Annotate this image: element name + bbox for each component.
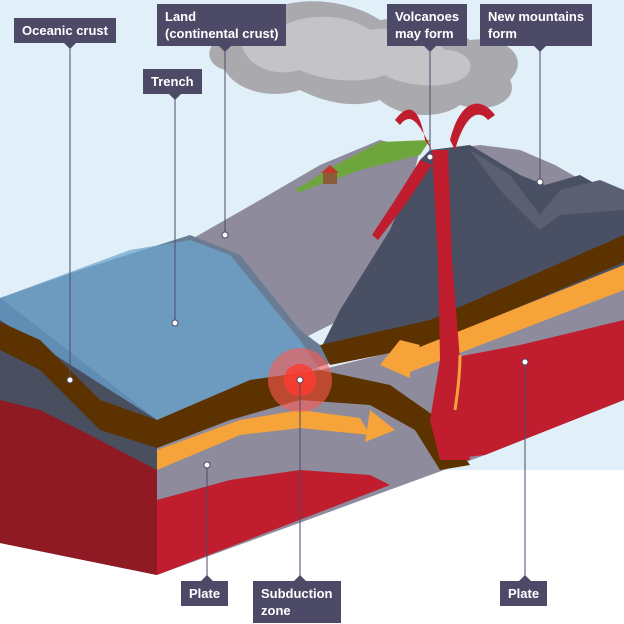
arrow-up (453, 354, 462, 411)
left-water-face (0, 298, 157, 420)
label-new-mountains: New mountains form (480, 4, 593, 52)
arrow-right (365, 410, 395, 442)
label-text: Trench (151, 74, 194, 89)
right-mantle (430, 320, 624, 460)
label-text: may form (395, 26, 454, 41)
magma-conduit (432, 150, 470, 460)
label-plate-right: Plate (500, 575, 548, 606)
label-text: form (488, 26, 517, 41)
label-text: New mountains (488, 9, 585, 24)
label-text: Oceanic crust (22, 23, 108, 38)
ocean-water (0, 240, 320, 420)
label-text: Land (165, 9, 197, 24)
subducting-plate (157, 370, 470, 470)
label-text: Plate (508, 586, 540, 601)
label-land: Land (continental crust) (157, 4, 287, 52)
label-plate-left: Plate (181, 575, 229, 606)
left-mantle (0, 400, 157, 575)
arrow-left (380, 340, 420, 378)
lower-mantle (157, 470, 390, 575)
right-lithosphere-top (320, 235, 624, 365)
label-text: (continental crust) (165, 26, 279, 41)
label-subduction-zone: Subduction zone (253, 575, 341, 623)
left-lithosphere (0, 322, 157, 448)
label-text: Plate (189, 586, 221, 601)
house-icon (323, 172, 337, 184)
label-oceanic-crust: Oceanic crust (14, 18, 116, 49)
orange-band-lower (157, 410, 370, 470)
label-text: Volcanoes (395, 9, 460, 24)
label-volcanoes: Volcanoes may form (387, 4, 468, 52)
label-trench: Trench (143, 69, 202, 100)
label-text: zone (261, 603, 291, 618)
label-text: Subduction (261, 586, 333, 601)
